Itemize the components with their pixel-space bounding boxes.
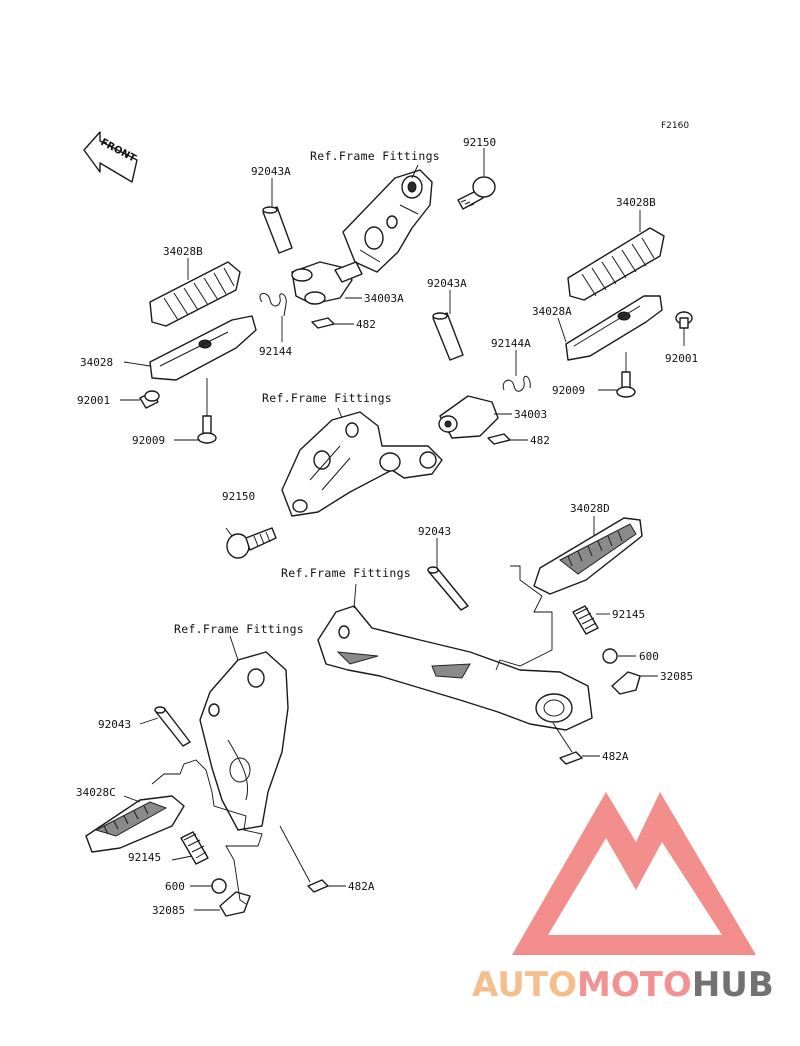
clip-482A-right — [559, 751, 583, 765]
label-482A-right: 482A — [602, 750, 629, 763]
label-92043A-top: 92043A — [251, 165, 291, 178]
clip-482-mid — [487, 433, 511, 445]
leader-lines — [120, 148, 685, 911]
ref-label-mid: Ref.Frame Fittings — [262, 391, 392, 405]
ref-label-top: Ref.Frame Fittings — [310, 149, 440, 163]
label-92150-mid: 92150 — [222, 490, 255, 503]
holder-34003A — [291, 261, 363, 305]
label-92144: 92144 — [259, 345, 292, 358]
bolt-92150-top — [457, 176, 496, 210]
plate-32085-left — [219, 891, 251, 917]
label-34003: 34003 — [514, 408, 547, 421]
ball-600-right — [602, 648, 618, 664]
bolt-92009-right — [616, 371, 636, 398]
label-32085-right: 32085 — [660, 670, 693, 683]
spring-92144 — [259, 293, 287, 317]
label-600-right: 600 — [639, 650, 659, 663]
watermark-hub: HUB — [692, 965, 774, 1005]
label-600-left: 600 — [165, 880, 185, 893]
footpeg-rubber-34028B-left — [149, 261, 241, 327]
label-92043-left: 92043 — [98, 718, 131, 731]
footpeg-34028 — [149, 315, 257, 381]
pin-92043A-top — [262, 206, 293, 254]
ref-label-left-lower: Ref.Frame Fittings — [174, 622, 304, 636]
front-right-bracket — [317, 605, 593, 731]
bolt-92001-left — [139, 390, 160, 409]
spring-92145-right — [572, 605, 599, 635]
label-92144A: 92144A — [491, 337, 531, 350]
label-34003A: 34003A — [364, 292, 404, 305]
label-34028B-left: 34028B — [163, 245, 203, 258]
label-92043A-mid: 92043A — [427, 277, 467, 290]
label-34028C: 34028C — [76, 786, 116, 799]
label-92145-right: 92145 — [612, 608, 645, 621]
pin-92043A-mid — [432, 312, 464, 361]
clip-482-top — [311, 317, 335, 329]
pin-92043-right — [427, 566, 469, 611]
label-34028B-right: 34028B — [616, 196, 656, 209]
label-92009-right: 92009 — [552, 384, 585, 397]
automotohub-logo: AUTOMOTOHUB — [472, 792, 774, 1005]
label-34028A: 34028A — [532, 305, 572, 318]
label-482A-left: 482A — [348, 880, 375, 893]
rear-left-bracket — [281, 411, 443, 517]
plate-32085-right — [611, 671, 641, 695]
ball-600-left — [211, 878, 227, 894]
footpeg-34028A — [565, 295, 663, 361]
label-92145-left: 92145 — [128, 851, 161, 864]
watermark-moto: MOTO — [577, 965, 692, 1005]
pin-92043-left — [154, 706, 191, 747]
front-left-bracket — [199, 651, 289, 831]
label-92001-right: 92001 — [665, 352, 698, 365]
label-92001-left: 92001 — [77, 394, 110, 407]
watermark-auto: AUTO — [472, 965, 577, 1005]
footpeg-rubber-34028B-right — [567, 227, 665, 301]
bolt-92001-right — [675, 311, 693, 329]
diagram-code: F2160 — [661, 121, 689, 131]
label-34028D: 34028D — [570, 502, 610, 515]
label-92009-left: 92009 — [132, 434, 165, 447]
label-92043-right: 92043 — [418, 525, 451, 538]
label-482-mid: 482 — [530, 434, 550, 447]
footpeg-34028C — [85, 795, 185, 853]
holder-34003 — [438, 395, 499, 439]
ref-label-right-lower: Ref.Frame Fittings — [281, 566, 411, 580]
spring-92144A — [502, 375, 531, 392]
watermark-text: AUTOMOTOHUB — [472, 965, 774, 1005]
label-482-top: 482 — [356, 318, 376, 331]
label-92150-top: 92150 — [463, 136, 496, 149]
spring-92145-left — [180, 831, 209, 865]
rear-right-bracket — [342, 169, 433, 273]
label-32085-left: 32085 — [152, 904, 185, 917]
bolt-92009-left — [197, 415, 217, 444]
bolt-92150-mid — [226, 527, 277, 559]
clip-482A-left — [307, 879, 329, 893]
front-arrow-icon: FRONT — [83, 131, 138, 183]
label-34028: 34028 — [80, 356, 113, 369]
footpeg-34028D — [533, 517, 643, 595]
